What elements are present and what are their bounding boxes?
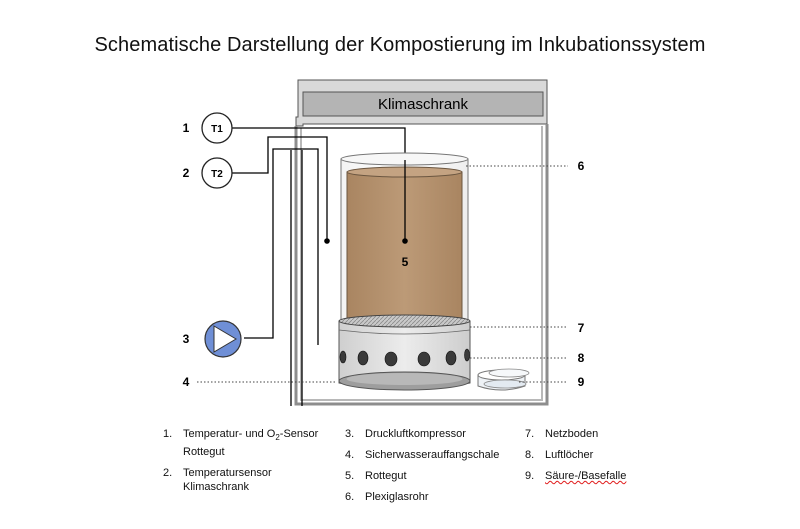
legend-item-8-text: Luftlöcher bbox=[545, 449, 594, 461]
legend-item-2-text-line2: Klimaschrank bbox=[183, 481, 250, 494]
sensor-t1: T1 bbox=[201, 112, 233, 144]
legend-item-5-text: Rottegut bbox=[365, 470, 407, 482]
sensor-t2-circle bbox=[201, 157, 233, 189]
sensor-t1-circle bbox=[201, 112, 233, 144]
callout-7: 7 bbox=[578, 321, 585, 335]
legend-item-4-text: Sicherwasserauffangschale bbox=[365, 449, 500, 461]
diagram-title: Schematische Darstellung der Kompostieru… bbox=[94, 34, 706, 56]
legend-item-8-number: 8. bbox=[525, 449, 535, 461]
legend-item-9-text: Säure-/Basefalle bbox=[545, 470, 627, 482]
callout-2: 2 bbox=[183, 166, 190, 180]
legend-item-7-text: Netzboden bbox=[545, 428, 599, 440]
callout-9: 9 bbox=[578, 375, 585, 389]
cabinet-header-bar bbox=[302, 91, 544, 117]
callout-numbers: 1 2 3 4 5 6 7 8 9 bbox=[183, 121, 585, 389]
probe-tip-cabinet bbox=[324, 238, 330, 244]
pump-icon bbox=[204, 320, 242, 358]
legend-item-9: 9. Säure-/Basefalle bbox=[525, 469, 626, 483]
callout-4: 4 bbox=[183, 375, 190, 389]
legend-item-3-text: Druckluftkompressor bbox=[365, 428, 466, 440]
callout-1: 1 bbox=[183, 121, 190, 135]
legend-item-6: 6. Plexiglasrohr bbox=[345, 490, 499, 504]
legend-item-2-text-a: Temperatursensor bbox=[183, 467, 272, 480]
legend-column-3: 7. Netzboden 8. Luftlöcher 9. Säure-/Basefa… bbox=[525, 427, 626, 490]
leader-lines bbox=[197, 165, 568, 383]
sensor-t2: T2 bbox=[201, 157, 233, 189]
legend-item-7: 7. Netzboden bbox=[525, 427, 626, 441]
legend-item-4-number: 4. bbox=[345, 449, 355, 461]
legend-item-1-text-a: Temperatur- und O bbox=[183, 428, 276, 440]
legend-item-1-text-b: -Sensor bbox=[279, 428, 319, 440]
climate-cabinet: Klimaschrank bbox=[294, 79, 549, 406]
air-holes bbox=[339, 348, 470, 367]
legend-item-1-number: 1. bbox=[163, 428, 173, 440]
sensor-t1-label: T1 bbox=[211, 124, 223, 135]
legend-column-2: 3. Druckluftkompressor 4. Sicherwasserauff… bbox=[345, 427, 499, 511]
legend-item-2-number: 2. bbox=[163, 467, 173, 480]
legend-item-3: 3. Druckluftkompressor bbox=[345, 427, 499, 441]
base-vessel bbox=[338, 314, 471, 391]
legend-item-1-text-line2: Rottegut bbox=[183, 446, 225, 459]
legend-item-4: 4. Sicherwasserauffangschale bbox=[345, 448, 499, 462]
legend-item-5-number: 5. bbox=[345, 470, 355, 482]
callout-8: 8 bbox=[578, 351, 585, 365]
callout-3: 3 bbox=[183, 332, 190, 346]
legend-item-6-number: 6. bbox=[345, 491, 355, 503]
net-floor bbox=[338, 314, 471, 328]
acid-base-trap bbox=[477, 368, 530, 391]
legend-item-7-number: 7. bbox=[525, 428, 535, 440]
sensor-t2-label: T2 bbox=[211, 169, 223, 180]
legend-item-1-subscript: 2 bbox=[275, 433, 280, 443]
legend-item-3-number: 3. bbox=[345, 428, 355, 440]
legend-item-6-text: Plexiglasrohr bbox=[365, 491, 429, 503]
cabinet-label: Klimaschrank bbox=[378, 96, 469, 113]
callout-5: 5 bbox=[402, 255, 409, 269]
legend-item-9-number: 9. bbox=[525, 470, 535, 482]
callout-6: 6 bbox=[578, 159, 585, 173]
legend-item-5: 5. Rottegut bbox=[345, 469, 499, 483]
legend-item-8: 8. Luftlöcher bbox=[525, 448, 626, 462]
